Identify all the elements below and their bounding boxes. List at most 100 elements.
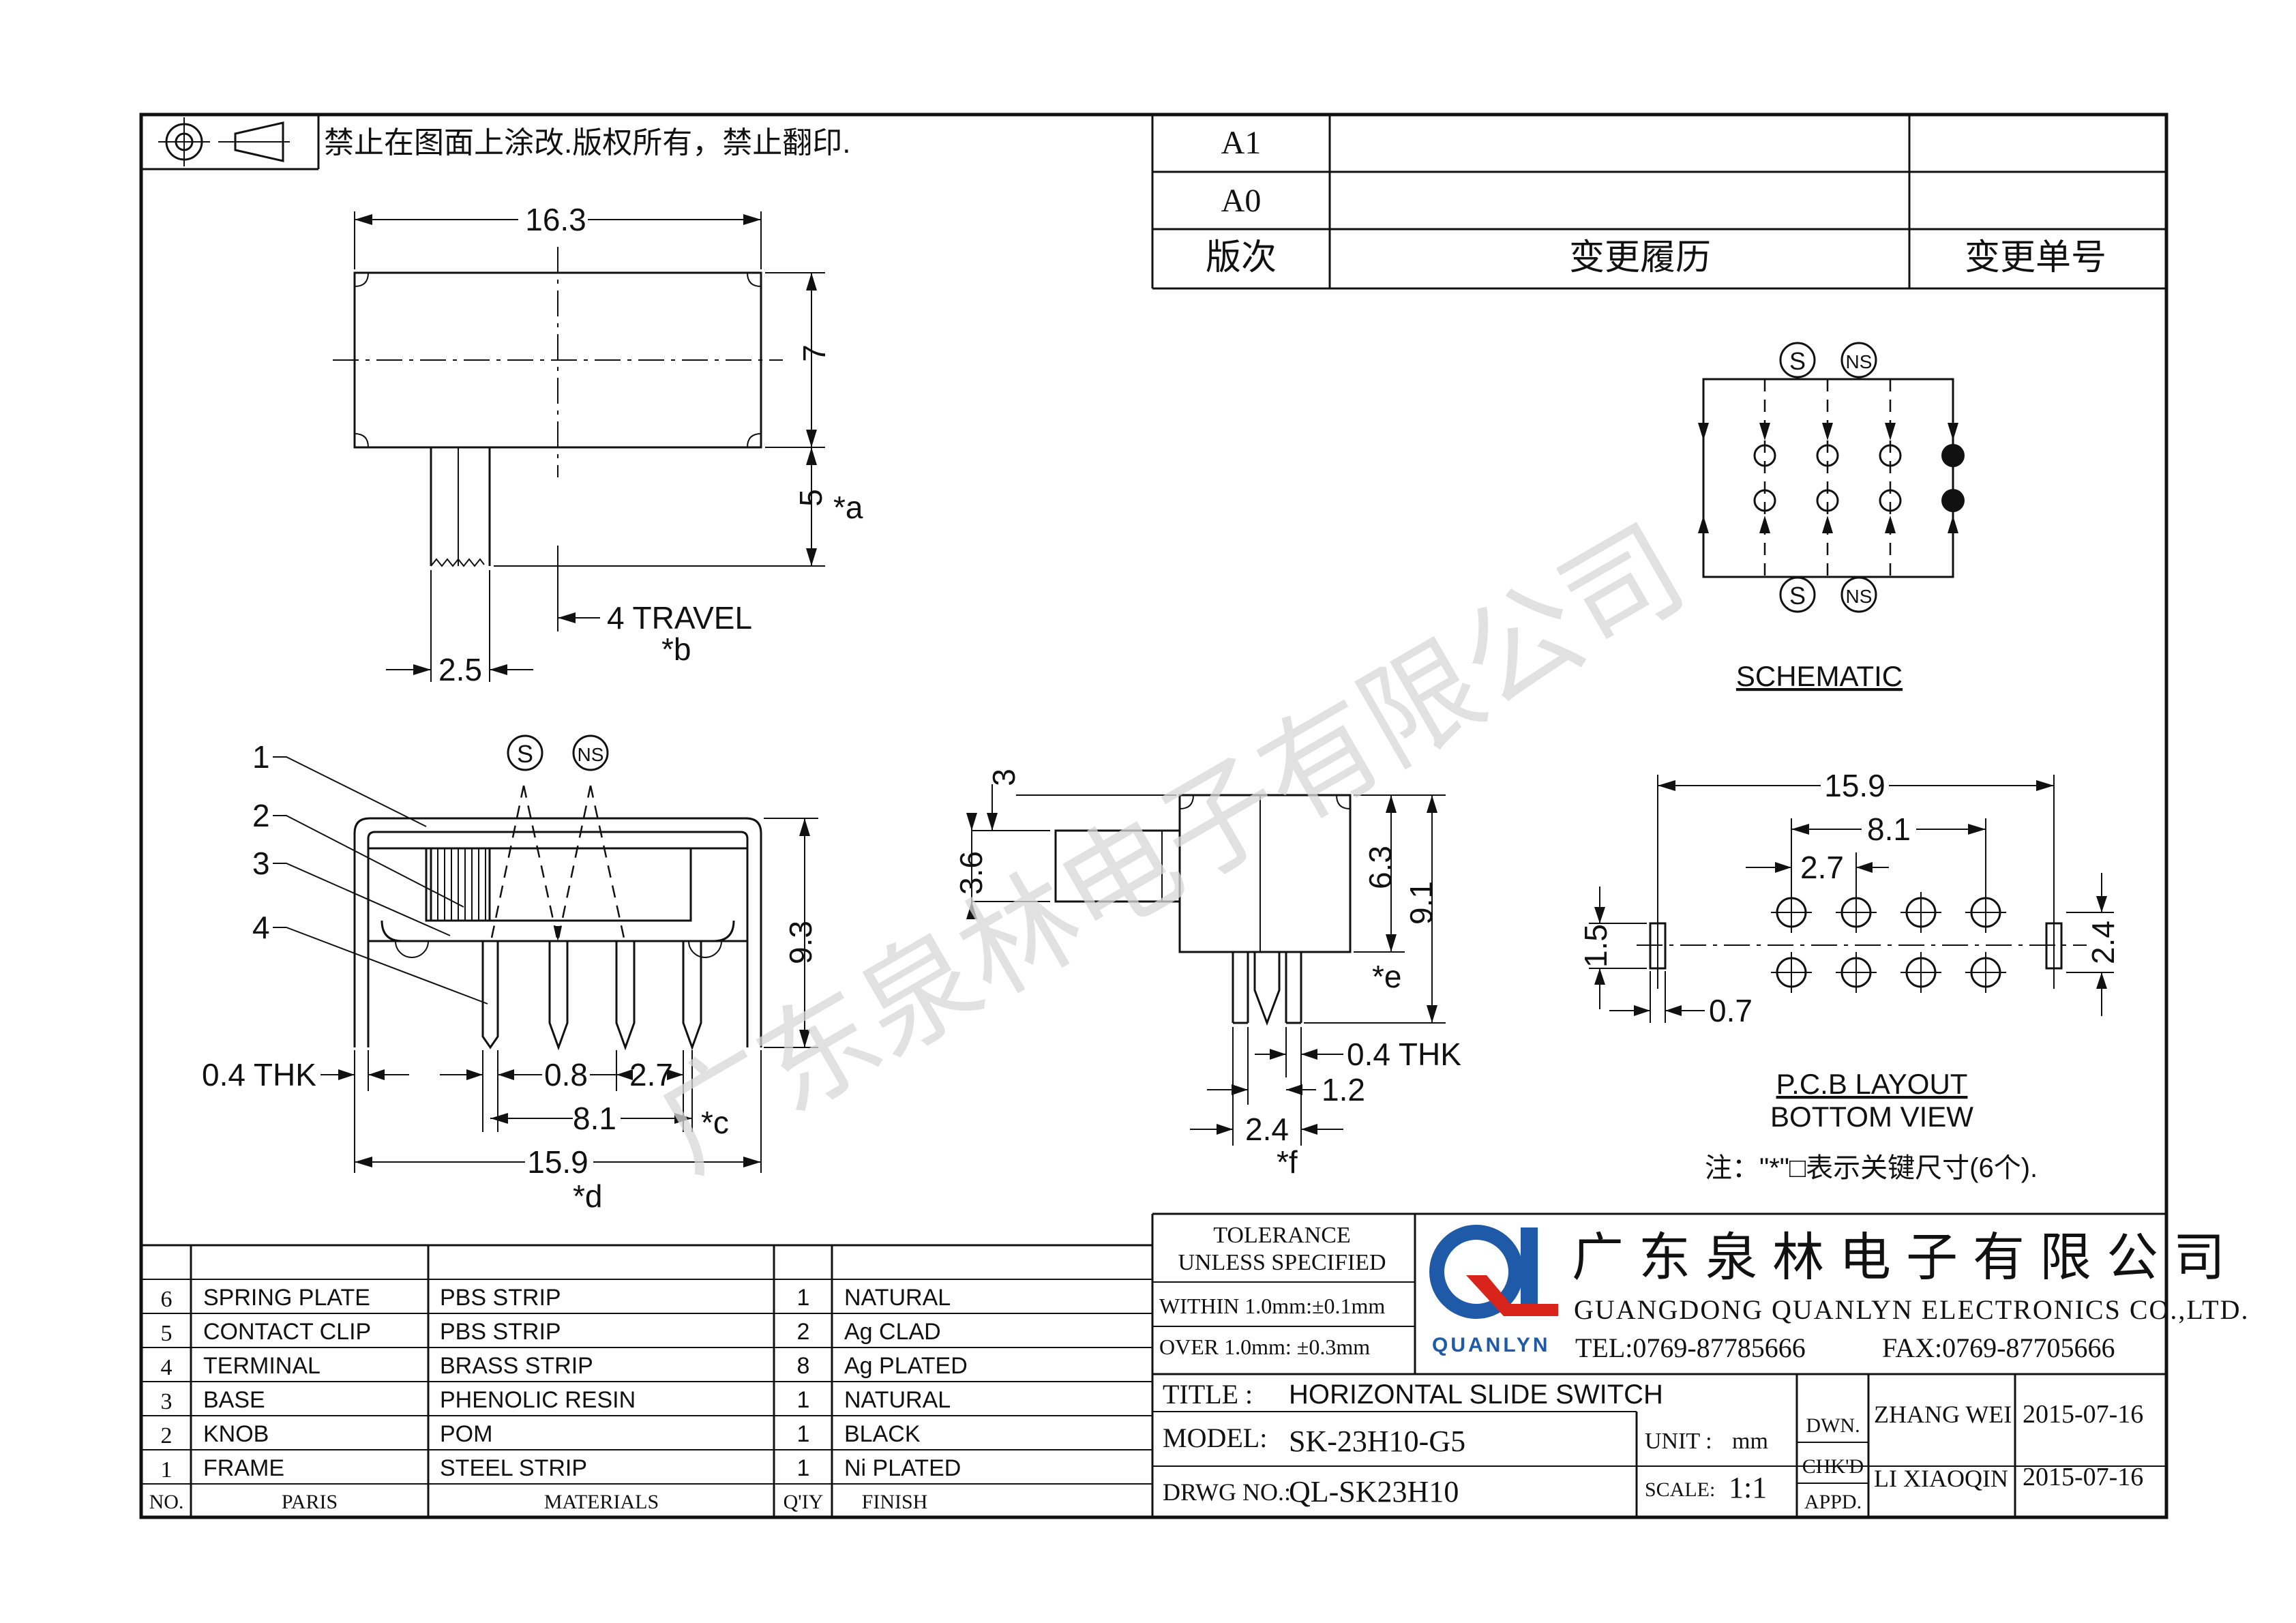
bom-part: SPRING PLATE: [203, 1285, 370, 1311]
projection-symbol-icon: [158, 117, 290, 166]
dim-pcb-row-span: 2.4: [2085, 921, 2121, 964]
company-fax: FAX:0769-87705666: [1882, 1332, 2115, 1363]
bom-qty: 8: [797, 1353, 810, 1379]
bom-row: 5 CONTACT CLIP PBS STRIP 2 Ag CLAD: [161, 1319, 941, 1346]
dim-side-pin: 1.2: [1322, 1072, 1365, 1107]
schematic-top-ns: NS: [1846, 351, 1873, 372]
dim-side-span-mark: *f: [1277, 1144, 1298, 1180]
header-notice-box: 禁止在图面上涂改.版权所有，禁止翻印.: [141, 115, 850, 170]
bom-no: 4: [161, 1355, 173, 1380]
checked-date: 2015-07-16: [2023, 1463, 2143, 1491]
title-label: TITLE :: [1163, 1379, 1253, 1410]
schematic-bottom-s: S: [1789, 582, 1806, 610]
dim-front-pin: 0.8: [544, 1057, 588, 1092]
scale-value: 1:1: [1729, 1471, 1767, 1504]
dim-side-body-mark: *e: [1372, 959, 1401, 994]
bom-no: 5: [161, 1321, 173, 1346]
callout-1: 1: [252, 739, 270, 775]
bom-no: 3: [161, 1389, 173, 1414]
drawn-by: ZHANG WEI: [1874, 1401, 2012, 1428]
bom-finish: NATURAL: [844, 1285, 951, 1311]
bom-qty: 1: [797, 1387, 810, 1413]
tolerance-title: TOLERANCE: [1213, 1223, 1350, 1248]
model-value: SK-23H10-G5: [1289, 1425, 1465, 1458]
bom-no: 2: [161, 1423, 173, 1448]
dim-travel: 4 TRAVEL: [607, 600, 752, 636]
schematic: S NS S NS SCHEMATIC: [1698, 342, 1965, 692]
dim-travel-mark: *b: [661, 631, 691, 667]
dwn-label: DWN.: [1806, 1414, 1860, 1437]
revision-table: A1 A0 版次 变更履历 变更单号: [1151, 115, 2166, 290]
chkd-label: CHK'D: [1802, 1455, 1864, 1478]
bom-qty: 2: [797, 1319, 810, 1345]
pcb-layout: 15.9 8.1 2.7 1.5 0.7 2.4 P: [1578, 768, 2121, 1183]
company-tel: TEL:0769-87785666: [1575, 1332, 1806, 1363]
model-label: MODEL:: [1163, 1423, 1267, 1453]
bom-material: PBS STRIP: [440, 1319, 561, 1345]
copyright-notice: 禁止在图面上涂改.版权所有，禁止翻印.: [324, 126, 850, 160]
side-view: 3 3.6 6.3 9.1 *e 0.4 THK 1.2 2.4 *f: [953, 769, 1461, 1180]
bom-finish: Ag CLAD: [844, 1319, 941, 1345]
dim-front-thk: 0.4 THK: [202, 1057, 316, 1092]
bom-material: PBS STRIP: [440, 1285, 561, 1311]
bom-row: 3 BASE PHENOLIC RESIN 1 NATURAL: [161, 1387, 951, 1414]
bom-finish: NATURAL: [844, 1387, 951, 1413]
pcb-title: P.C.B LAYOUT: [1776, 1068, 1968, 1100]
drwg-label: DRWG NO.:: [1163, 1478, 1291, 1506]
title-block: TOLERANCE UNLESS SPECIFIED WITHIN 1.0mm:…: [1151, 1212, 2250, 1517]
drawing-title: HORIZONTAL SLIDE SWITCH: [1289, 1380, 1663, 1410]
bom-header-part: PARIS: [282, 1491, 338, 1513]
callout-3: 3: [252, 846, 270, 881]
bom-row: 4 TERMINAL BRASS STRIP 8 Ag PLATED: [161, 1353, 968, 1380]
dim-side-body: 6.3: [1362, 846, 1398, 889]
quanlyn-logo-icon: [1429, 1225, 1558, 1319]
dim-pcb-slot-h: 1.5: [1578, 924, 1613, 968]
top-view: 16.3 7 5 *a 4 TRAVEL *b 2.5: [333, 202, 863, 687]
dim-top-height: 7: [796, 344, 832, 362]
company-watermark: 广东泉林电子有限公司: [637, 503, 1705, 1195]
dim-front-span: 8.1: [573, 1101, 616, 1136]
unit-value: mm: [1732, 1429, 1768, 1454]
appd-label: APPD.: [1804, 1491, 1862, 1513]
dim-front-total: 15.9: [527, 1144, 588, 1180]
dim-front-pitch: 2.7: [629, 1057, 673, 1092]
dim-pcb-pitch: 2.7: [1800, 850, 1844, 885]
front-view: S NS 1 2 3 4 9.3 0.4 THK 0.: [202, 734, 818, 1214]
drawing-border: [139, 113, 2168, 1519]
schematic-title: SCHEMATIC: [1736, 660, 1903, 692]
bom-part: FRAME: [203, 1455, 284, 1481]
dim-pcb-span: 8.1: [1867, 812, 1911, 847]
bom-finish: Ni PLATED: [844, 1455, 961, 1481]
pcb-subtitle: BOTTOM VIEW: [1770, 1101, 1973, 1133]
bom-row: 2 KNOB POM 1 BLACK: [161, 1421, 921, 1448]
bom-header-qty: Q'IY: [784, 1491, 824, 1513]
company-name-en: GUANGDONG QUANLYN ELECTRONICS CO.,LTD.: [1574, 1294, 2250, 1325]
dim-side-knob: 3.6: [953, 851, 989, 895]
revision-a1: A1: [1221, 125, 1262, 161]
bom-part: KNOB: [203, 1421, 269, 1447]
dim-side-span: 2.4: [1245, 1112, 1289, 1147]
bom-header-material: MATERIALS: [544, 1491, 659, 1513]
bom-no: 6: [161, 1287, 173, 1312]
terminal-pins: [481, 941, 702, 1051]
dim-side-total: 9.1: [1403, 881, 1439, 925]
scale-label: SCALE:: [1645, 1478, 1715, 1501]
checked-by: LI XIAOQIN: [1874, 1465, 2008, 1492]
dim-side-thk: 0.4 THK: [1347, 1037, 1461, 1072]
schematic-top-s: S: [1789, 347, 1806, 375]
tolerance-over: OVER 1.0mm: ±0.3mm: [1159, 1335, 1370, 1359]
dim-pcb-slot-w: 0.7: [1709, 993, 1753, 1028]
dim-stem-mark: *a: [833, 490, 863, 525]
dim-top-width: 16.3: [525, 202, 586, 237]
bom-header-finish: FINISH: [862, 1491, 928, 1513]
front-ns-label: NS: [578, 744, 604, 765]
company-name-cn: 广东泉林电子有限公司: [1572, 1229, 2240, 1287]
revision-a0: A0: [1221, 183, 1262, 219]
bom-part: CONTACT CLIP: [203, 1319, 371, 1345]
dim-knob-width: 2.5: [438, 652, 482, 687]
bom-header-no: NO.: [149, 1491, 184, 1513]
bom-qty: 1: [797, 1421, 810, 1447]
bom-header-row: NO. PARIS MATERIALS Q'IY FINISH: [149, 1491, 928, 1513]
bom-no: 1: [161, 1457, 173, 1483]
